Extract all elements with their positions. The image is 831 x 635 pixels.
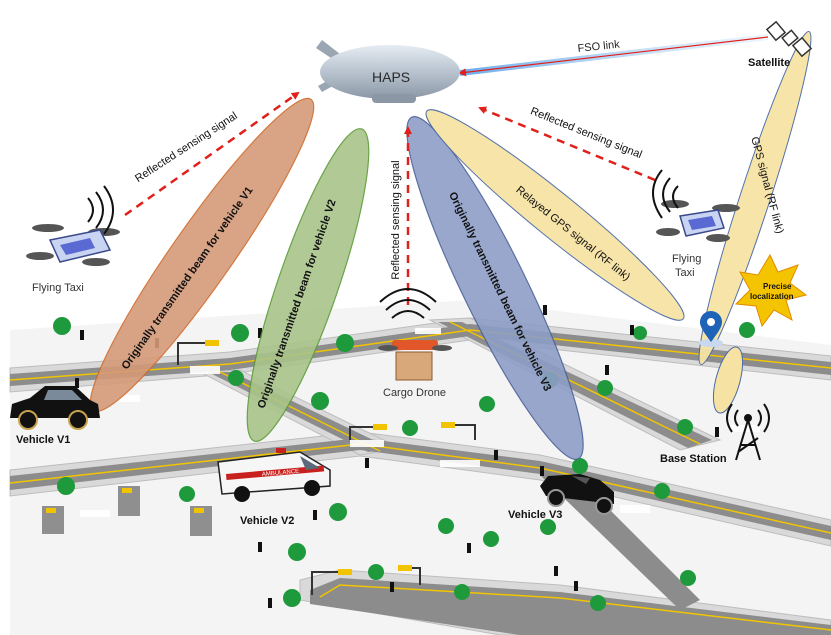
vehicle-v2-label: Vehicle V2 xyxy=(240,515,294,527)
fso-link-label: FSO link xyxy=(577,39,621,55)
flying-taxi-left xyxy=(26,185,120,266)
precise-localization-star xyxy=(734,253,808,328)
fso-link: FSO link xyxy=(458,34,769,77)
reflected-left-label: Reflected sensing signal xyxy=(133,110,240,185)
reflected-center-label: Reflected sensing signal xyxy=(390,160,402,279)
flying-taxi-right-label-1: Flying xyxy=(672,253,701,265)
vehicle-v2-ambulance: AMBULANCE xyxy=(217,448,331,502)
flying-taxi-right-label-2: Taxi xyxy=(675,267,695,279)
vehicle-v3-car xyxy=(540,474,614,515)
vehicle-v1-car xyxy=(10,386,100,430)
vehicle-v1-label: Vehicle V1 xyxy=(16,434,70,446)
base-station-label: Base Station xyxy=(660,453,727,465)
location-pin-icon xyxy=(699,311,723,347)
flying-taxi-left-label: Flying Taxi xyxy=(32,282,84,294)
beam-gps xyxy=(698,31,812,365)
beam-v2 xyxy=(246,128,370,442)
satellite-label: Satellite xyxy=(748,57,790,69)
street-kiosks xyxy=(42,486,212,536)
base-station-tower-icon xyxy=(726,403,770,461)
ambulance-text: AMBULANCE xyxy=(262,469,300,478)
traffic-lights xyxy=(177,340,476,595)
cargo-drone-label: Cargo Drone xyxy=(383,387,446,399)
precise-label-1: Precise xyxy=(763,282,792,291)
vehicle-v3-label: Vehicle V3 xyxy=(508,509,562,521)
relayed-gps-label: Relayed GPS signal (RF link) xyxy=(514,184,633,283)
beam-v3 xyxy=(406,116,584,460)
trees xyxy=(53,317,755,611)
haps-airship: HAPS xyxy=(316,40,460,103)
precise-label-2: localization xyxy=(750,292,794,301)
pedestrians xyxy=(75,305,719,608)
cargo-drone xyxy=(378,288,452,381)
beam-relayed-gps xyxy=(425,109,685,321)
satellite-icon xyxy=(765,20,813,58)
flying-taxi-right xyxy=(652,169,740,242)
beam-base-station xyxy=(712,346,744,414)
haps-label: HAPS xyxy=(372,69,410,85)
beams xyxy=(89,31,812,460)
reflected-arrows xyxy=(124,91,656,305)
